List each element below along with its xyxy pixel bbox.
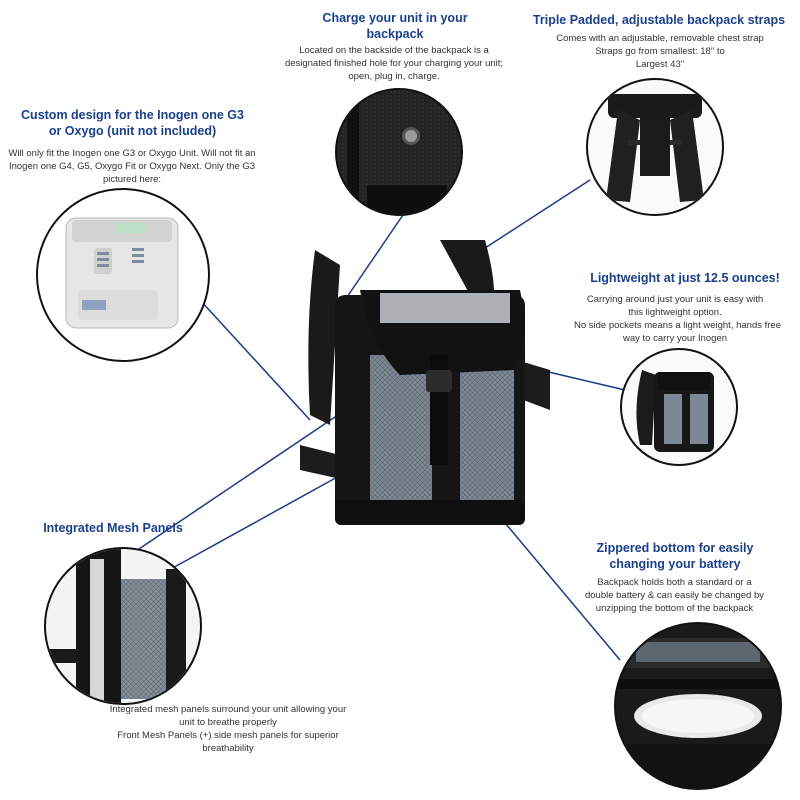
lightweight-title: Lightweight at just 12.5 ounces! xyxy=(590,271,780,285)
mesh-description-line-4: breathability xyxy=(202,743,254,754)
straps-description-line-2: Straps go from smallest: 18" to xyxy=(595,46,725,57)
custom-description: Will only fit the Inogen one G3 or Oxygo… xyxy=(8,148,256,185)
zipper-title-line-1: Zippered bottom for easily xyxy=(596,541,754,555)
mesh-illustration xyxy=(46,549,186,703)
lightweight-description-line-3: No side pockets means a light weight, ha… xyxy=(573,320,781,331)
straps-description-line-1: Comes with an adjustable, removable ches… xyxy=(556,33,764,44)
inogen-unit-illustration xyxy=(65,217,179,329)
mesh-title: Integrated Mesh Panels xyxy=(43,521,183,535)
zipper-closeup-image xyxy=(614,622,782,790)
charge-closeup-image xyxy=(335,88,463,216)
mesh-closeup-image xyxy=(44,547,202,705)
custom-title: Custom design for the Inogen one G3 or O… xyxy=(21,108,244,138)
connector-line-custom xyxy=(199,299,311,421)
mesh-description-line-3: Front Mesh Panels (+) side mesh panels f… xyxy=(117,730,339,741)
zipper-description-line-3: unzipping the bottom of the backpack xyxy=(595,603,754,614)
mesh-description-line-1: Integrated mesh panels surround your uni… xyxy=(109,704,347,715)
straps-description-line-3: Largest 43" xyxy=(635,59,685,70)
zipper-description-line-1: Backpack holds both a standard or a xyxy=(597,577,752,588)
charge-hole-illustration xyxy=(337,90,461,214)
lightweight-closeup-image xyxy=(620,348,738,466)
mesh-description-line-2: unit to breathe properly xyxy=(179,717,277,728)
lightweight-illustration xyxy=(636,370,714,452)
zipper-description-line-2: double battery & can easily be changed b… xyxy=(584,590,765,601)
backpack-main-image xyxy=(300,235,560,535)
zipper-illustration xyxy=(616,624,780,788)
charge-title: Charge your unit in your backpack xyxy=(322,11,468,41)
zipper-title-line-2: changing your battery xyxy=(609,557,741,571)
lightweight-description-line-2: this lightweight option. xyxy=(628,307,722,318)
charge-description: Located on the backside of the backpack … xyxy=(284,45,504,82)
backpack-illustration xyxy=(300,240,550,525)
lightweight-description-line-4: way to carry your Inogen xyxy=(622,333,728,344)
straps-illustration xyxy=(606,94,704,202)
lightweight-description-line-1: Carrying around just your unit is easy w… xyxy=(586,294,764,305)
straps-closeup-image xyxy=(586,78,724,216)
straps-title: Triple Padded, adjustable backpack strap… xyxy=(532,13,786,27)
inogen-unit-image xyxy=(36,188,210,362)
